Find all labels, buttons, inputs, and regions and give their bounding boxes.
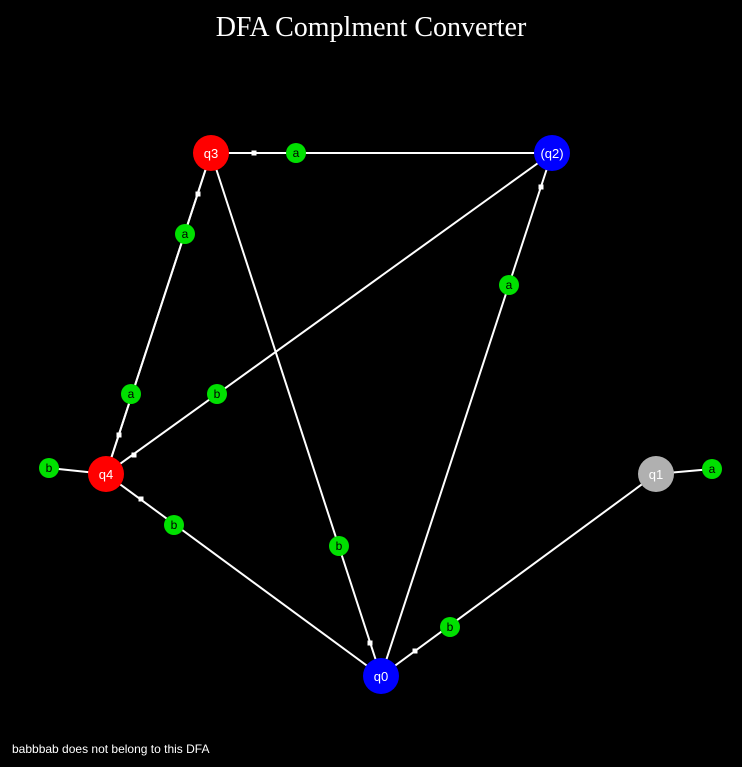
symbol-bubble-shape: [329, 536, 349, 556]
symbol-label: b: [336, 539, 343, 553]
symbol-bubble-shape: [164, 515, 184, 535]
symbol-label: a: [506, 278, 513, 292]
state-node-q2[interactable]: (q2): [534, 135, 570, 171]
direction-marker: [195, 191, 201, 197]
transition-edge-q4-q0: [105, 473, 382, 677]
direction-marker: [138, 496, 144, 502]
symbol-bubble-shape: [121, 384, 141, 404]
symbol-bubble-q3-q0: b: [329, 536, 349, 556]
symbol-label: a: [128, 387, 135, 401]
transition-symbols: a a a b a b b b b a: [39, 143, 722, 637]
transition-edge-q3-q0: [210, 152, 382, 677]
symbol-bubble-q0-q1: b: [440, 617, 460, 637]
symbol-label: a: [293, 146, 300, 160]
symbol-bubble-q4-q2: b: [207, 384, 227, 404]
status-message: babbbab does not belong to this DFA: [12, 742, 210, 756]
symbol-bubble-q4-q3: a: [175, 224, 195, 244]
direction-marker: [367, 640, 373, 646]
symbol-bubble-q3-q2: a: [286, 143, 306, 163]
symbol-bubble-shape: [440, 617, 460, 637]
direction-marker: [412, 648, 418, 654]
direction-marker: [251, 150, 257, 156]
symbol-bubble-q4-q4: b: [39, 458, 59, 478]
direction-marker: [131, 452, 137, 458]
state-label: (q2): [540, 146, 563, 161]
symbol-bubble-q3-q4: a: [121, 384, 141, 404]
state-node-q0[interactable]: q0: [363, 658, 399, 694]
state-node-q4[interactable]: q4: [88, 456, 124, 492]
state-node-q3[interactable]: q3: [193, 135, 229, 171]
state-circle[interactable]: [88, 456, 124, 492]
direction-marker: [538, 184, 544, 190]
symbol-label: a: [709, 462, 716, 476]
page-title: DFA Complment Converter: [215, 12, 527, 43]
direction-markers: [116, 150, 544, 654]
symbol-bubble-shape: [286, 143, 306, 163]
state-label: q0: [374, 669, 388, 684]
symbol-bubble-q0-q2: a: [499, 275, 519, 295]
symbol-bubble-q4-q0: b: [164, 515, 184, 535]
symbol-label: b: [46, 461, 53, 475]
state-circle[interactable]: [638, 456, 674, 492]
transition-edge-q0-q1: [380, 473, 657, 677]
symbol-label: b: [171, 518, 178, 532]
symbol-bubble-q1-q1: a: [702, 459, 722, 479]
state-node-q1[interactable]: q1: [638, 456, 674, 492]
transition-edge-q0-q2: [380, 152, 553, 677]
symbol-bubble-shape: [499, 275, 519, 295]
state-label: q1: [649, 467, 663, 482]
state-circle[interactable]: [193, 135, 229, 171]
state-nodes: q3 (q2) q4 q1 q0: [88, 135, 674, 694]
symbol-bubble-shape: [702, 459, 722, 479]
state-label: q3: [204, 146, 218, 161]
symbol-label: a: [182, 227, 189, 241]
symbol-bubble-shape: [207, 384, 227, 404]
transition-edge-q3-q4: [105, 152, 212, 475]
state-circle[interactable]: [363, 658, 399, 694]
transition-edge-q4-q2: [105, 152, 553, 475]
state-label: q4: [99, 467, 113, 482]
state-circle[interactable]: [534, 135, 570, 171]
symbol-label: b: [214, 387, 221, 401]
symbol-bubble-shape: [39, 458, 59, 478]
transition-edges: [48, 152, 713, 677]
direction-marker: [116, 432, 122, 438]
symbol-label: b: [447, 620, 454, 634]
symbol-bubble-shape: [175, 224, 195, 244]
